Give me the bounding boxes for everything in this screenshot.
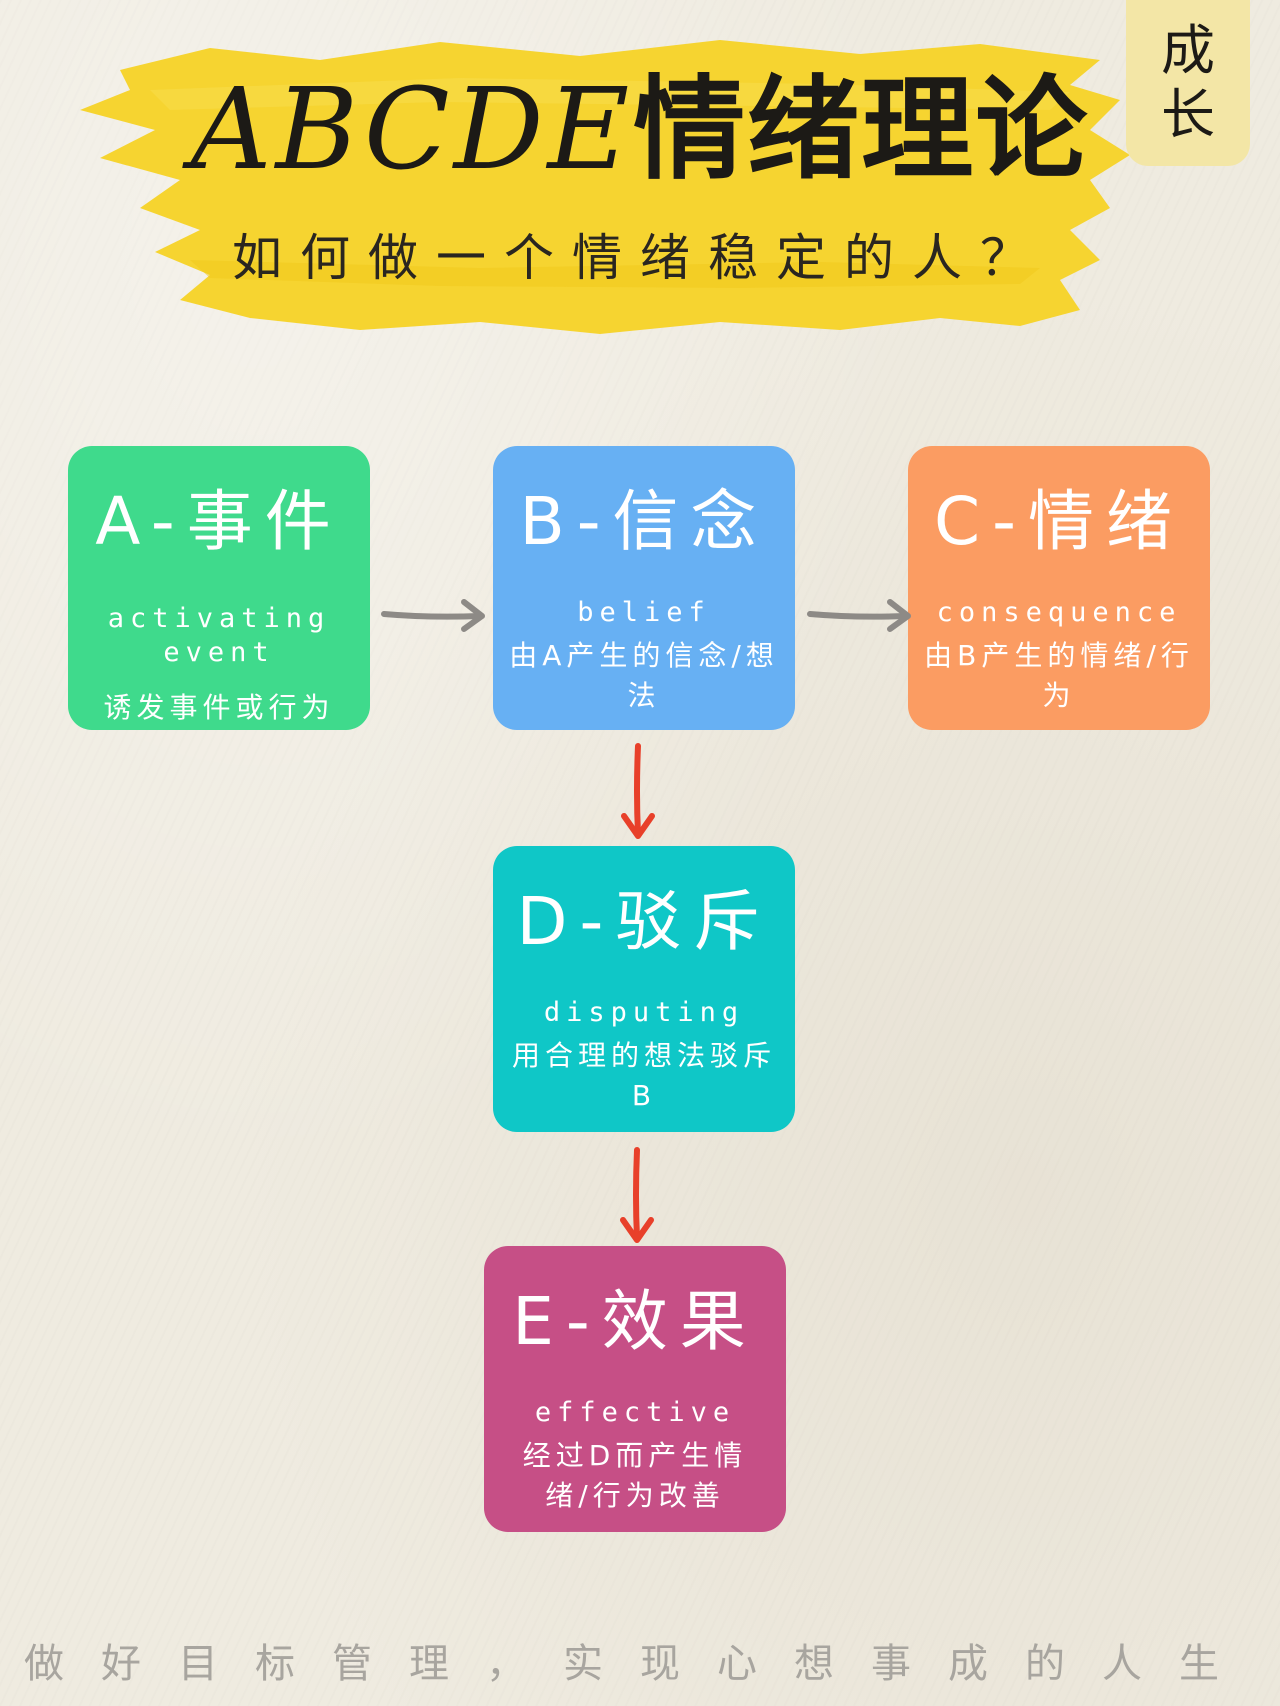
arrow-down-icon <box>621 743 655 839</box>
card-c-english: consequence <box>936 597 1182 628</box>
yellow-brush-stroke <box>80 40 1130 334</box>
footer-slogan: 做好目标管理，实现心想事成的人生 <box>24 1641 1256 1687</box>
arrow-down-icon <box>620 1147 654 1243</box>
card-e-effective: E-效果 effective 经过D而产生情绪/行为改善 <box>484 1246 786 1532</box>
card-d-description: 用合理的想法驳斥B <box>511 1039 776 1112</box>
page-title: ABCDE情绪理论 <box>0 60 1280 200</box>
arrow-right-icon <box>381 599 485 632</box>
arrow-right-icon <box>807 599 911 632</box>
card-e-heading: E-效果 <box>512 1283 758 1360</box>
title-latin: ABCDE <box>190 65 634 195</box>
card-b-heading: B-信念 <box>519 483 769 560</box>
card-a-description: 诱发事件或行为 <box>103 691 335 724</box>
card-a-english: activating event <box>107 603 331 668</box>
card-e-description: 经过D而产生情绪/行为改善 <box>522 1439 748 1512</box>
card-d-disputing: D-驳斥 disputing 用合理的想法驳斥B <box>493 846 795 1132</box>
category-tag-line-2: 长 <box>1161 83 1215 146</box>
card-b-description: 由A产生的信念/想法 <box>509 639 779 712</box>
category-tag-line-1: 成 <box>1161 19 1215 82</box>
card-c-heading: C-情绪 <box>934 483 1184 560</box>
card-d-heading: D-驳斥 <box>516 883 772 960</box>
card-b-english: belief <box>577 597 711 628</box>
card-a-event: A-事件 activating event 诱发事件或行为 <box>68 446 370 730</box>
card-c-description: 由B产生的情绪/行为 <box>924 639 1194 712</box>
card-e-english: effective <box>534 1397 736 1428</box>
page-subtitle: 如何做一个情绪稳定的人？ <box>232 229 1048 287</box>
category-tag: 成 长 <box>1126 0 1250 166</box>
card-c-consequence: C-情绪 consequence 由B产生的情绪/行为 <box>908 446 1210 730</box>
card-a-heading: A-事件 <box>95 483 343 560</box>
card-d-english: disputing <box>543 997 745 1028</box>
card-b-belief: B-信念 belief 由A产生的信念/想法 <box>493 446 795 730</box>
title-cjk: 情绪理论 <box>633 64 1090 195</box>
